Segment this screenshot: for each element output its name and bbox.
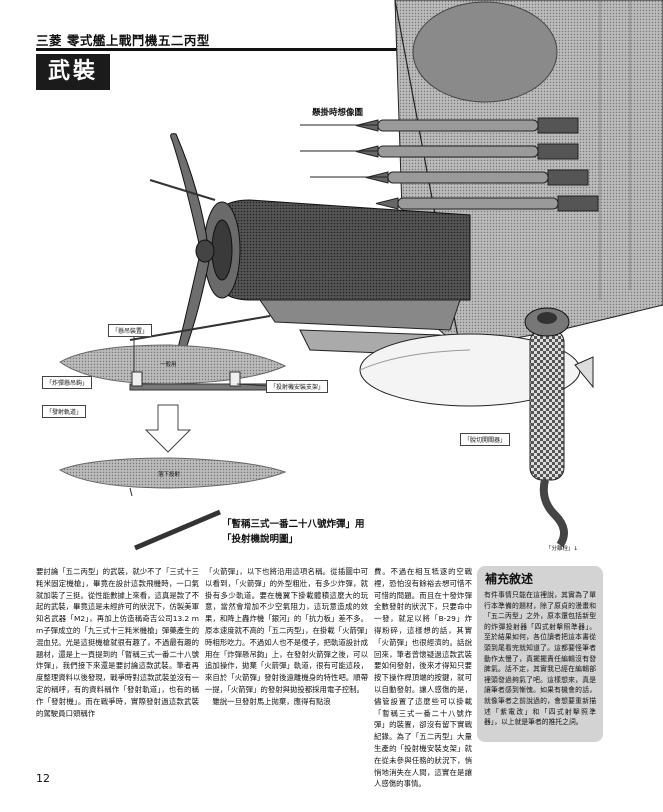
- gun-barrels: [129, 179, 271, 341]
- title-rule: [36, 48, 428, 51]
- hinomaru-roundel: [412, 1, 558, 103]
- label-rack-hanger: 「懸吊裝置」: [108, 324, 153, 337]
- label-bomb-hook: 「炸彈懸吊鉤」: [42, 376, 93, 389]
- label-guide-rail: 「發射軌道」: [42, 405, 87, 418]
- landing-gear: [524, 307, 570, 548]
- page-number: 12: [36, 772, 50, 785]
- figure-caption: 「暫稱三式一番二十八號炸彈」用 「投射機說明圖」: [222, 517, 365, 547]
- sidebar-box: 補充敘述 有件事情只能在這裡說，其實為了單行本準備的題材，除了原貞的漫畫和「五二…: [477, 566, 603, 742]
- drop-tank: [359, 333, 594, 407]
- aircraft-illustration: [58, 0, 663, 551]
- propeller: [170, 133, 215, 356]
- label-detach: 「分離栓」↓: [546, 546, 579, 552]
- rocket-rack: [300, 117, 599, 212]
- illustration-title: 懸掛時想像圖: [312, 108, 364, 118]
- body-column-3: 費。不過在相互牴逐的空戰裡，恐怕沒有餘裕去想可惜不可惜的問題。而且在十發炸彈全數…: [374, 567, 472, 789]
- caption-line-2: 「投射機說明圖」: [222, 534, 299, 545]
- engine-cowling: [203, 199, 471, 356]
- body-column-1: 要討論「五二丙型」的武裝，就少不了「三式十三粍米固定機槍」，畢竟在設計這款飛機時…: [36, 567, 199, 718]
- label-launcher: 「投射機安裝支架」: [266, 380, 329, 393]
- label-plate: 一般用: [160, 362, 177, 368]
- sidebar-title: 補充敘述: [485, 572, 534, 586]
- running-title: 三菱 零式艦上戰鬥機五二丙型: [36, 33, 210, 48]
- caption-line-1: 「暫稱三式一番二十八號炸彈」用: [222, 519, 365, 530]
- body-column-2: 「火箭彈」，以下也將沿用這項名稱。從插圖中可以看到，「火箭彈」的外型粗壯，有多少…: [205, 567, 368, 706]
- label-detach-device: 「脫切開關器」: [460, 433, 511, 446]
- sidebar-text: 有件事情只能在這裡說，其實為了單行本準備的題材，除了原貞的漫畫和「五二丙型」之外…: [484, 591, 596, 727]
- label-rocket: 落下投射: [158, 472, 181, 478]
- section-title: 武裝: [36, 54, 110, 90]
- launcher-diagram: [58, 334, 287, 551]
